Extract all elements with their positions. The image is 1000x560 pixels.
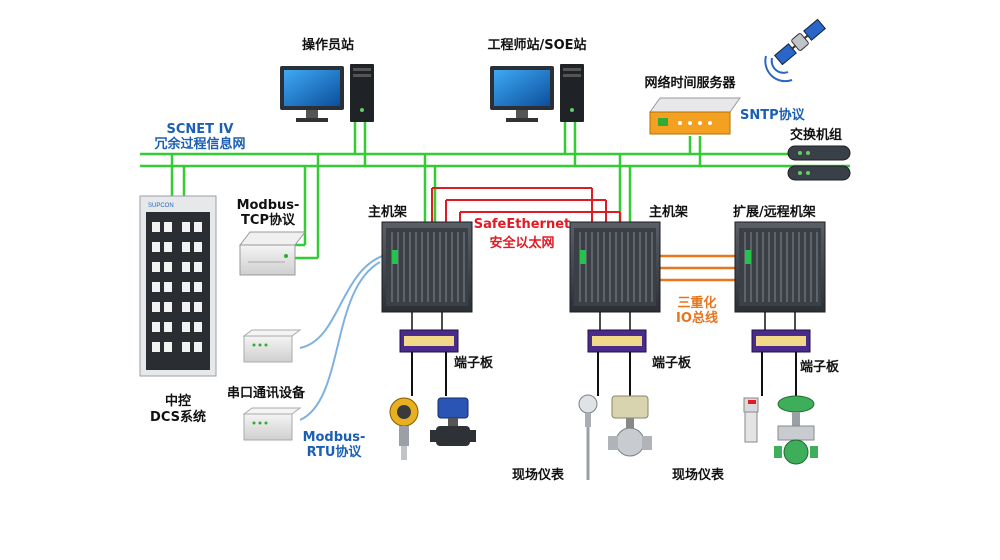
main-rack-right-label: 主机架 bbox=[649, 205, 689, 220]
main-rack-left bbox=[381, 221, 473, 313]
serial-device-label: 串口通讯设备 bbox=[226, 386, 306, 401]
sntp-label: SNTP协议 bbox=[740, 108, 805, 123]
cabinet-brand-text: SUPCON bbox=[148, 203, 174, 209]
dcs-cabinet: SUPCON bbox=[139, 195, 217, 377]
rack-terminal-connectors bbox=[411, 312, 796, 330]
operator-station-label: 操作员站 bbox=[301, 38, 355, 53]
operator-station-computer bbox=[280, 64, 374, 122]
terminal-board-2-label: 端子板 bbox=[652, 356, 692, 371]
temperature-transmitter-icon bbox=[578, 394, 598, 480]
triple-io-label-line2: IO总线 bbox=[676, 311, 718, 326]
main-rack-right bbox=[569, 221, 661, 313]
modbus-tcp-label-line1: Modbus- bbox=[236, 198, 300, 213]
field-instruments-1-label: 现场仪表 bbox=[511, 468, 565, 483]
modbus-tcp-server bbox=[238, 231, 307, 276]
switch-group-device bbox=[787, 145, 851, 181]
terminal-board-2 bbox=[587, 329, 647, 353]
pressure-transmitter-icon bbox=[389, 397, 419, 460]
modbus-tcp-label-line2: TCP协议 bbox=[241, 213, 295, 228]
dcs-label-line1: 中控 bbox=[164, 394, 192, 409]
terminal-board-1-label: 端子板 bbox=[454, 356, 494, 371]
terminal-board-1 bbox=[399, 329, 459, 353]
time-server-device bbox=[649, 97, 741, 135]
control-valve-icon bbox=[774, 395, 818, 465]
ball-valve-icon bbox=[430, 397, 476, 446]
field-instruments-2-label: 现场仪表 bbox=[671, 468, 725, 483]
safe-ethernet-cn-label: 安全以太网 bbox=[489, 236, 555, 251]
pneumatic-valve-icon bbox=[608, 395, 652, 457]
modbus-rtu-label-line1: Modbus- bbox=[302, 430, 366, 445]
serial-links bbox=[299, 254, 386, 421]
triple-io-label-line1: 三重化 bbox=[677, 296, 717, 311]
main-rack-left-label: 主机架 bbox=[368, 205, 408, 220]
modbus-rtu-label-line2: RTU协议 bbox=[306, 445, 362, 460]
field-wiring bbox=[411, 352, 797, 396]
scnet-label-line1: SCNET IV bbox=[166, 122, 234, 137]
scnet-network-lines bbox=[140, 120, 850, 260]
level-switch-icon bbox=[743, 397, 759, 443]
satellite-icon bbox=[773, 18, 827, 66]
terminal-board-3-label: 端子板 bbox=[800, 360, 840, 375]
extension-rack-label: 扩展/远程机架 bbox=[733, 205, 816, 220]
engineer-station-label: 工程师站/SOE站 bbox=[487, 38, 587, 53]
safe-ethernet-lines bbox=[431, 187, 621, 222]
scnet-label-line2: 冗余过程信息网 bbox=[154, 137, 246, 152]
signal-waves-icon bbox=[764, 55, 793, 83]
serial-device-1 bbox=[242, 329, 302, 363]
switch-group-label: 交换机组 bbox=[790, 128, 843, 143]
terminal-board-3 bbox=[751, 329, 811, 353]
triple-io-bus-lines bbox=[660, 254, 735, 282]
time-server-label: 网络时间服务器 bbox=[644, 76, 736, 91]
engineer-station-computer bbox=[490, 64, 584, 122]
safe-ethernet-label: SafeEthernet bbox=[473, 217, 571, 232]
dcs-label-line2: DCS系统 bbox=[150, 410, 206, 425]
extension-rack bbox=[734, 221, 826, 313]
serial-device-2 bbox=[242, 407, 302, 441]
